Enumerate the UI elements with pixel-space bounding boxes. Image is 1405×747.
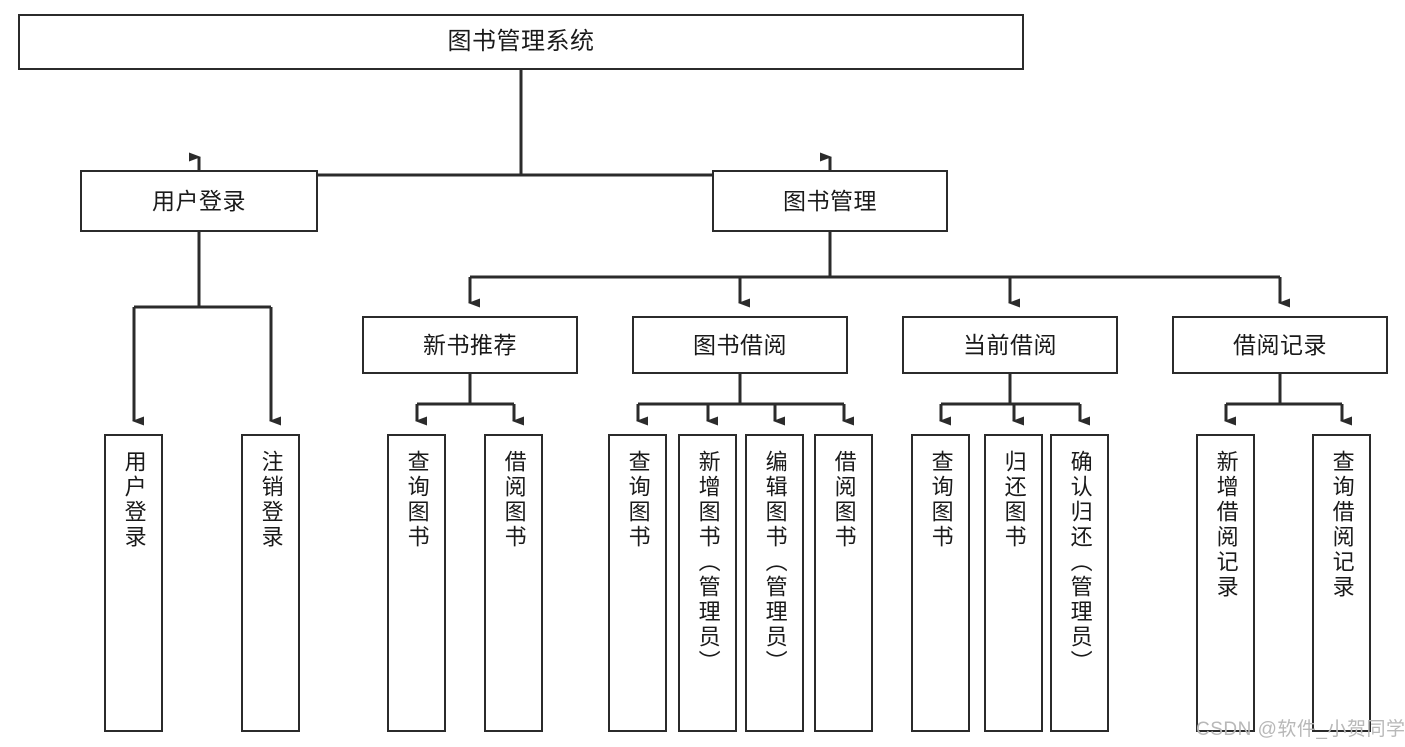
node-leaf-bb-add[interactable]: 新增图书（管理员）: [678, 434, 737, 732]
node-leaf-user-logout[interactable]: 注销登录: [241, 434, 300, 732]
node-label-leaf-cb-return: 归还图书: [1001, 450, 1027, 550]
node-label-book-manage: 图书管理: [783, 187, 877, 214]
node-label-leaf-bb-borrow: 借阅图书: [831, 450, 857, 550]
node-leaf-user-login[interactable]: 用户登录: [104, 434, 163, 732]
node-book-manage[interactable]: 图书管理: [712, 170, 948, 232]
node-label-root: 图书管理系统: [447, 28, 595, 55]
node-label-leaf-cb-confirm: 确认归还（管理员）: [1067, 450, 1093, 675]
csdn-watermark: CSDN @软件_小贺同学: [1196, 719, 1405, 740]
node-label-leaf-user-login: 用户登录: [121, 450, 147, 550]
node-label-leaf-user-logout: 注销登录: [258, 450, 284, 550]
node-label-borrow-record: 借阅记录: [1233, 331, 1327, 358]
node-label-leaf-bb-add: 新增图书（管理员）: [695, 450, 721, 675]
node-leaf-rec-borrow[interactable]: 借阅图书: [484, 434, 543, 732]
node-leaf-br-query[interactable]: 查询借阅记录: [1312, 434, 1371, 732]
node-label-leaf-br-add: 新增借阅记录: [1213, 450, 1239, 600]
node-leaf-bb-borrow[interactable]: 借阅图书: [814, 434, 873, 732]
node-leaf-br-add[interactable]: 新增借阅记录: [1196, 434, 1255, 732]
node-label-book-borrow: 图书借阅: [693, 331, 787, 358]
node-label-leaf-cb-query: 查询图书: [928, 450, 954, 550]
node-borrow-record[interactable]: 借阅记录: [1172, 316, 1388, 374]
node-book-borrow[interactable]: 图书借阅: [632, 316, 848, 374]
node-new-book-rec[interactable]: 新书推荐: [362, 316, 578, 374]
node-user-login[interactable]: 用户登录: [80, 170, 318, 232]
node-leaf-bb-edit[interactable]: 编辑图书（管理员）: [745, 434, 804, 732]
node-label-leaf-br-query: 查询借阅记录: [1329, 450, 1355, 600]
node-label-user-login: 用户登录: [152, 187, 246, 214]
node-root[interactable]: 图书管理系统: [18, 14, 1024, 70]
node-label-leaf-rec-borrow: 借阅图书: [501, 450, 527, 550]
node-label-leaf-bb-query: 查询图书: [625, 450, 651, 550]
node-leaf-rec-query[interactable]: 查询图书: [387, 434, 446, 732]
node-label-new-book-rec: 新书推荐: [423, 331, 517, 358]
node-leaf-cb-query[interactable]: 查询图书: [911, 434, 970, 732]
node-label-leaf-rec-query: 查询图书: [404, 450, 430, 550]
node-label-leaf-bb-edit: 编辑图书（管理员）: [762, 450, 788, 675]
node-leaf-bb-query[interactable]: 查询图书: [608, 434, 667, 732]
node-leaf-cb-return[interactable]: 归还图书: [984, 434, 1043, 732]
node-current-borrow[interactable]: 当前借阅: [902, 316, 1118, 374]
node-leaf-cb-confirm[interactable]: 确认归还（管理员）: [1050, 434, 1109, 732]
node-label-current-borrow: 当前借阅: [963, 331, 1057, 358]
